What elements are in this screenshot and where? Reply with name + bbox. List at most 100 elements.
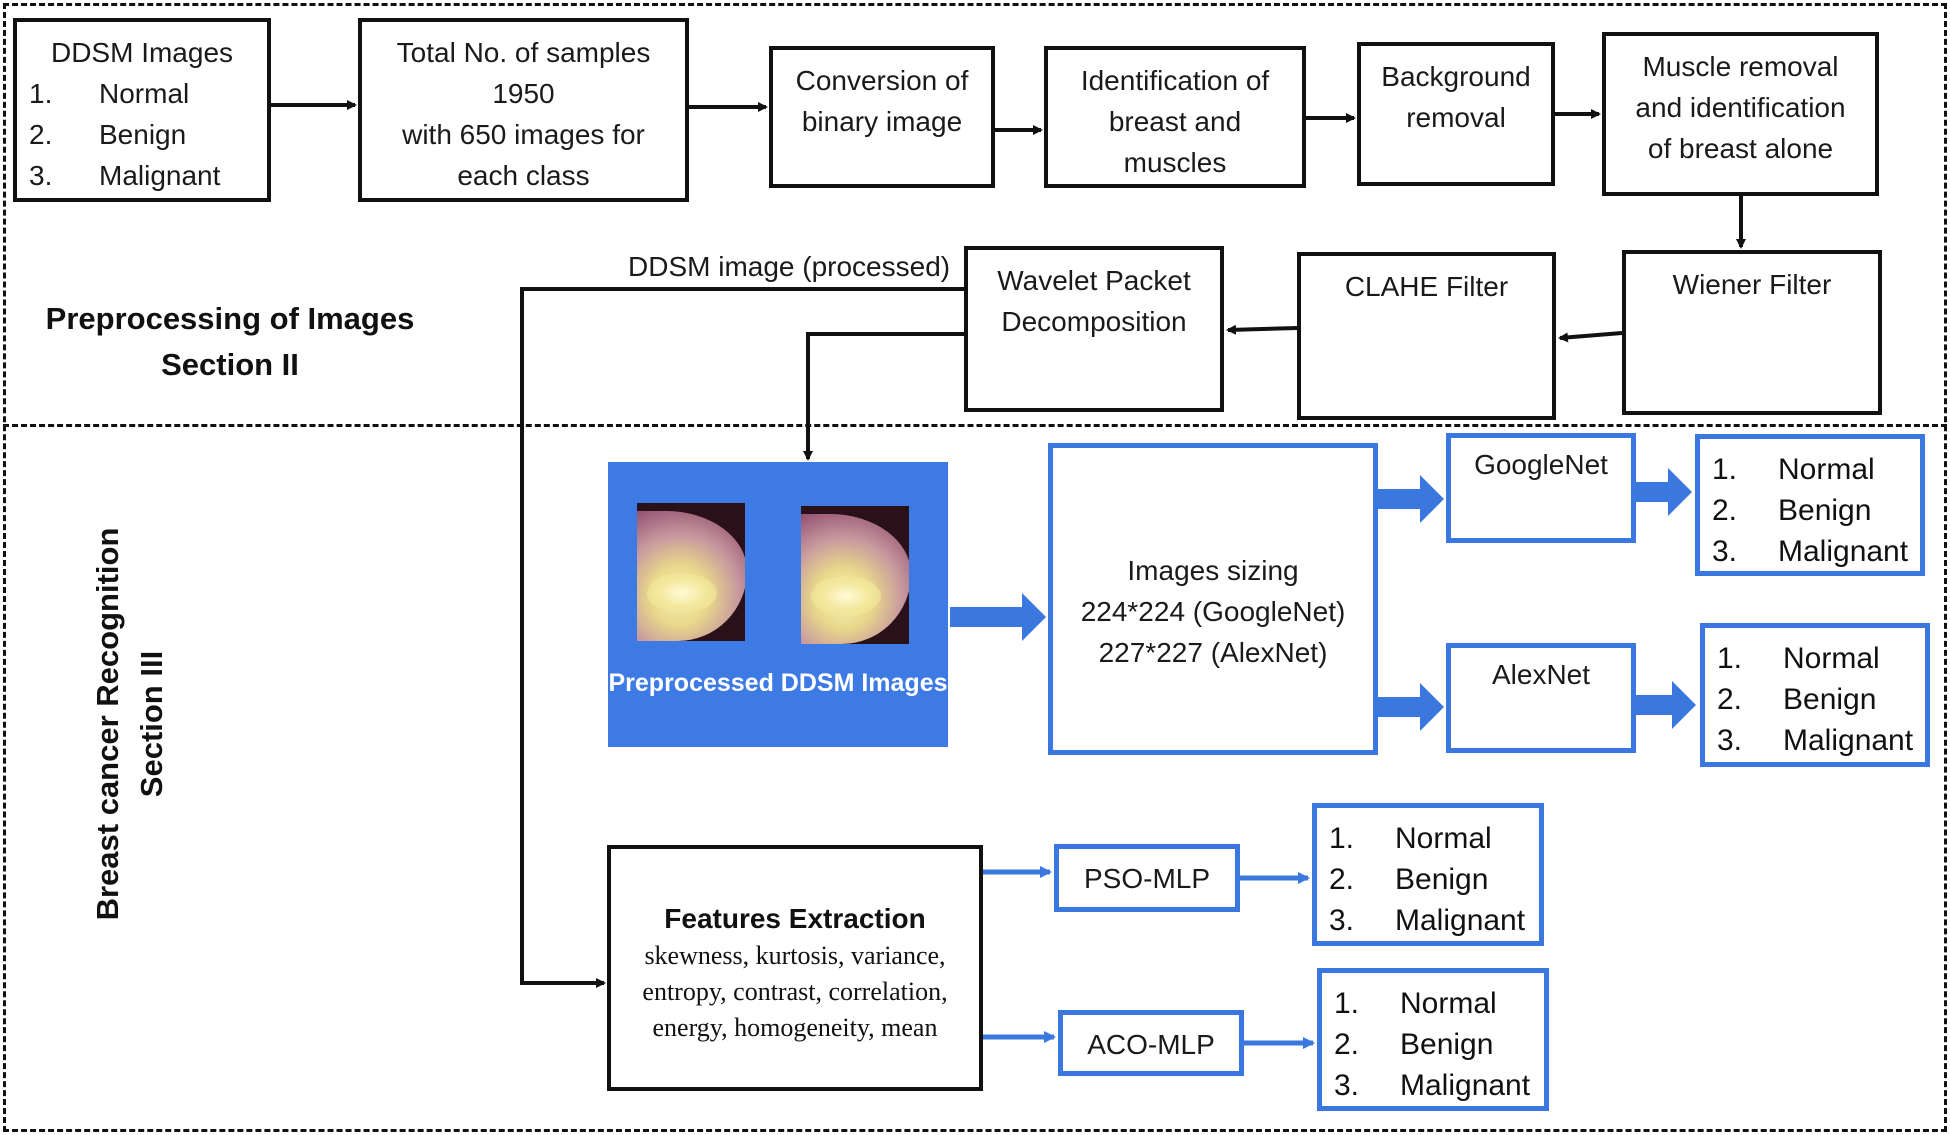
- arrow-sizing-to-googlenet: [1378, 475, 1444, 523]
- features-line-1: skewness, kurtosis, variance,: [644, 941, 946, 970]
- features-line-2: entropy, contrast, correlation,: [642, 977, 948, 1006]
- arrow-wavelet-to-preprocessed: [803, 332, 964, 461]
- aco-out-1-number: 1.: [1334, 987, 1360, 1020]
- alexnet-label: AlexNet: [1491, 659, 1591, 690]
- preprocessed-images-panel: Preprocessed DDSM Images: [608, 462, 948, 747]
- pso-out-1: 1. Normal: [1329, 818, 1539, 859]
- googlenet-out-2-number: 2.: [1712, 494, 1738, 527]
- samples-line-3: with 650 images for: [402, 119, 645, 150]
- features-extraction-box: Features Extraction skewness, kurtosis, …: [607, 845, 983, 1091]
- arrow-sizing-to-alexnet: [1378, 683, 1444, 731]
- aco-mlp-label: ACO-MLP: [1087, 1029, 1215, 1060]
- muscle-line-2: and identification: [1635, 92, 1846, 123]
- sizing-line-1: Images sizing: [1127, 555, 1299, 586]
- pso-out-2: 2. Benign: [1329, 859, 1539, 900]
- googlenet-out-3: 3. Malignant: [1712, 531, 1920, 572]
- ddsm-item-1: 1.Normal: [29, 73, 267, 114]
- ddsm-item-3: 3. Malignant: [29, 155, 267, 196]
- mammogram-image-1: [637, 503, 745, 641]
- alexnet-out-3: 3. Malignant: [1717, 720, 1925, 761]
- alexnet-out-1: 1. Normal: [1717, 638, 1925, 679]
- preprocessing-section-label: Preprocessing of Images Section II: [20, 296, 440, 388]
- pso-out-3: 3. Malignant: [1329, 900, 1539, 941]
- ddsm-item-3-label: Malignant: [99, 160, 221, 191]
- pso-out-3-number: 3.: [1329, 904, 1355, 937]
- aco-out-2-number: 2.: [1334, 1028, 1360, 1061]
- mammogram-image-2: [801, 506, 909, 644]
- arrow-alexnet-to-output: [1636, 681, 1696, 729]
- muscle-line-1: Muscle removal: [1642, 51, 1839, 82]
- pso-out-1-number: 1.: [1329, 822, 1355, 855]
- aco-out-2-label: Benign: [1400, 1028, 1494, 1061]
- alexnet-output-box: 1. Normal 2. Benign 3. Malignant: [1700, 623, 1930, 767]
- wiener-label: Wiener Filter: [1672, 269, 1832, 300]
- alexnet-out-1-number: 1.: [1717, 642, 1743, 675]
- googlenet-out-2: 2. Benign: [1712, 490, 1920, 531]
- background-line-1: Background: [1381, 61, 1531, 92]
- alexnet-box: AlexNet: [1446, 643, 1636, 753]
- aco-out-3-label: Malignant: [1400, 1069, 1531, 1102]
- wiener-filter-box: Wiener Filter: [1622, 250, 1882, 415]
- arrow-clahe-to-wavelet: [1226, 324, 1298, 335]
- aco-out-2: 2. Benign: [1334, 1024, 1544, 1065]
- pso-out-2-label: Benign: [1395, 863, 1489, 896]
- binary-line-2: binary image: [801, 106, 963, 137]
- pso-out-3-label: Malignant: [1395, 904, 1526, 937]
- outer-frame: [3, 3, 1947, 1132]
- aco-out-3: 3. Malignant: [1334, 1065, 1544, 1106]
- googlenet-output-box: 1.Normal 2. Benign 3. Malignant: [1695, 434, 1925, 576]
- wavelet-box: Wavelet Packet Decomposition: [964, 246, 1224, 412]
- samples-line-4: each class: [457, 160, 590, 191]
- background-line-2: removal: [1406, 102, 1506, 133]
- processed-image-label: DDSM image (processed): [628, 251, 951, 282]
- clahe-filter-box: CLAHE Filter: [1297, 252, 1556, 420]
- features-title: Features Extraction: [664, 903, 926, 934]
- wavelet-line-2: Decomposition: [1001, 306, 1187, 337]
- binary-conversion-box: Conversion of binary image: [769, 46, 995, 188]
- alexnet-out-3-number: 3.: [1717, 724, 1743, 757]
- binary-line-1: Conversion of: [795, 65, 969, 96]
- muscle-line-3: of breast alone: [1647, 133, 1834, 164]
- ddsm-images-box: DDSM Images 1.Normal 2.Benign 3.Malignan…: [13, 18, 271, 202]
- samples-box: Total No. of samples 1950 with 650 image…: [358, 18, 689, 202]
- wavelet-line-1: Wavelet Packet: [997, 265, 1191, 296]
- ddsm-item-2-number: 2.: [29, 119, 53, 150]
- muscle-removal-box: Muscle removal and identification of bre…: [1602, 32, 1879, 196]
- googlenet-out-1: 1.Normal: [1712, 449, 1920, 490]
- googlenet-label: GoogleNet: [1474, 449, 1608, 480]
- preprocessing-subtitle: Section II: [161, 347, 299, 382]
- googlenet-out-2-label: Benign: [1778, 494, 1872, 527]
- samples-line-2: 1950: [492, 78, 555, 109]
- alexnet-out-2-label: Benign: [1783, 683, 1877, 716]
- ddsm-item-2-label: Benign: [99, 119, 187, 150]
- pso-out-1-label: Normal: [1395, 822, 1492, 855]
- clahe-label: CLAHE Filter: [1344, 271, 1509, 302]
- ddsm-item-2: 2. Benign: [29, 114, 267, 155]
- samples-line-1: Total No. of samples: [396, 37, 651, 68]
- googlenet-out-3-label: Malignant: [1778, 535, 1909, 568]
- googlenet-out-1-number: 1.: [1712, 453, 1738, 486]
- aco-out-3-number: 3.: [1334, 1069, 1360, 1102]
- ddsm-item-3-number: 3.: [29, 160, 53, 191]
- section-divider: [3, 424, 1947, 427]
- arrow-wavelet-to-features: [520, 287, 964, 988]
- features-line-3: energy, homogeneity, mean: [652, 1013, 938, 1042]
- ddsm-item-1-label: Normal: [99, 78, 190, 109]
- identify-line-1: Identification of: [1080, 65, 1270, 96]
- googlenet-box: GoogleNet: [1446, 433, 1636, 543]
- arrow-panel-to-sizing: [950, 593, 1046, 641]
- alexnet-out-1-label: Normal: [1783, 642, 1880, 675]
- alexnet-out-2-number: 2.: [1717, 683, 1743, 716]
- identify-line-2: breast and: [1108, 106, 1242, 137]
- pso-mlp-box: PSO-MLP: [1054, 844, 1240, 912]
- pso-output-box: 1. Normal 2. Benign 3. Malignant: [1312, 803, 1544, 946]
- pso-out-2-number: 2.: [1329, 863, 1355, 896]
- sizing-line-3: 227*227 (AlexNet): [1098, 637, 1328, 668]
- alexnet-out-3-label: Malignant: [1783, 724, 1914, 757]
- alexnet-out-2: 2. Benign: [1717, 679, 1925, 720]
- identify-line-3: muscles: [1123, 147, 1227, 178]
- image-sizing-box: Images sizing 224*224 (GoogleNet) 227*22…: [1048, 443, 1378, 755]
- googlenet-out-3-number: 3.: [1712, 535, 1738, 568]
- arrow-googlenet-to-output: [1636, 468, 1692, 516]
